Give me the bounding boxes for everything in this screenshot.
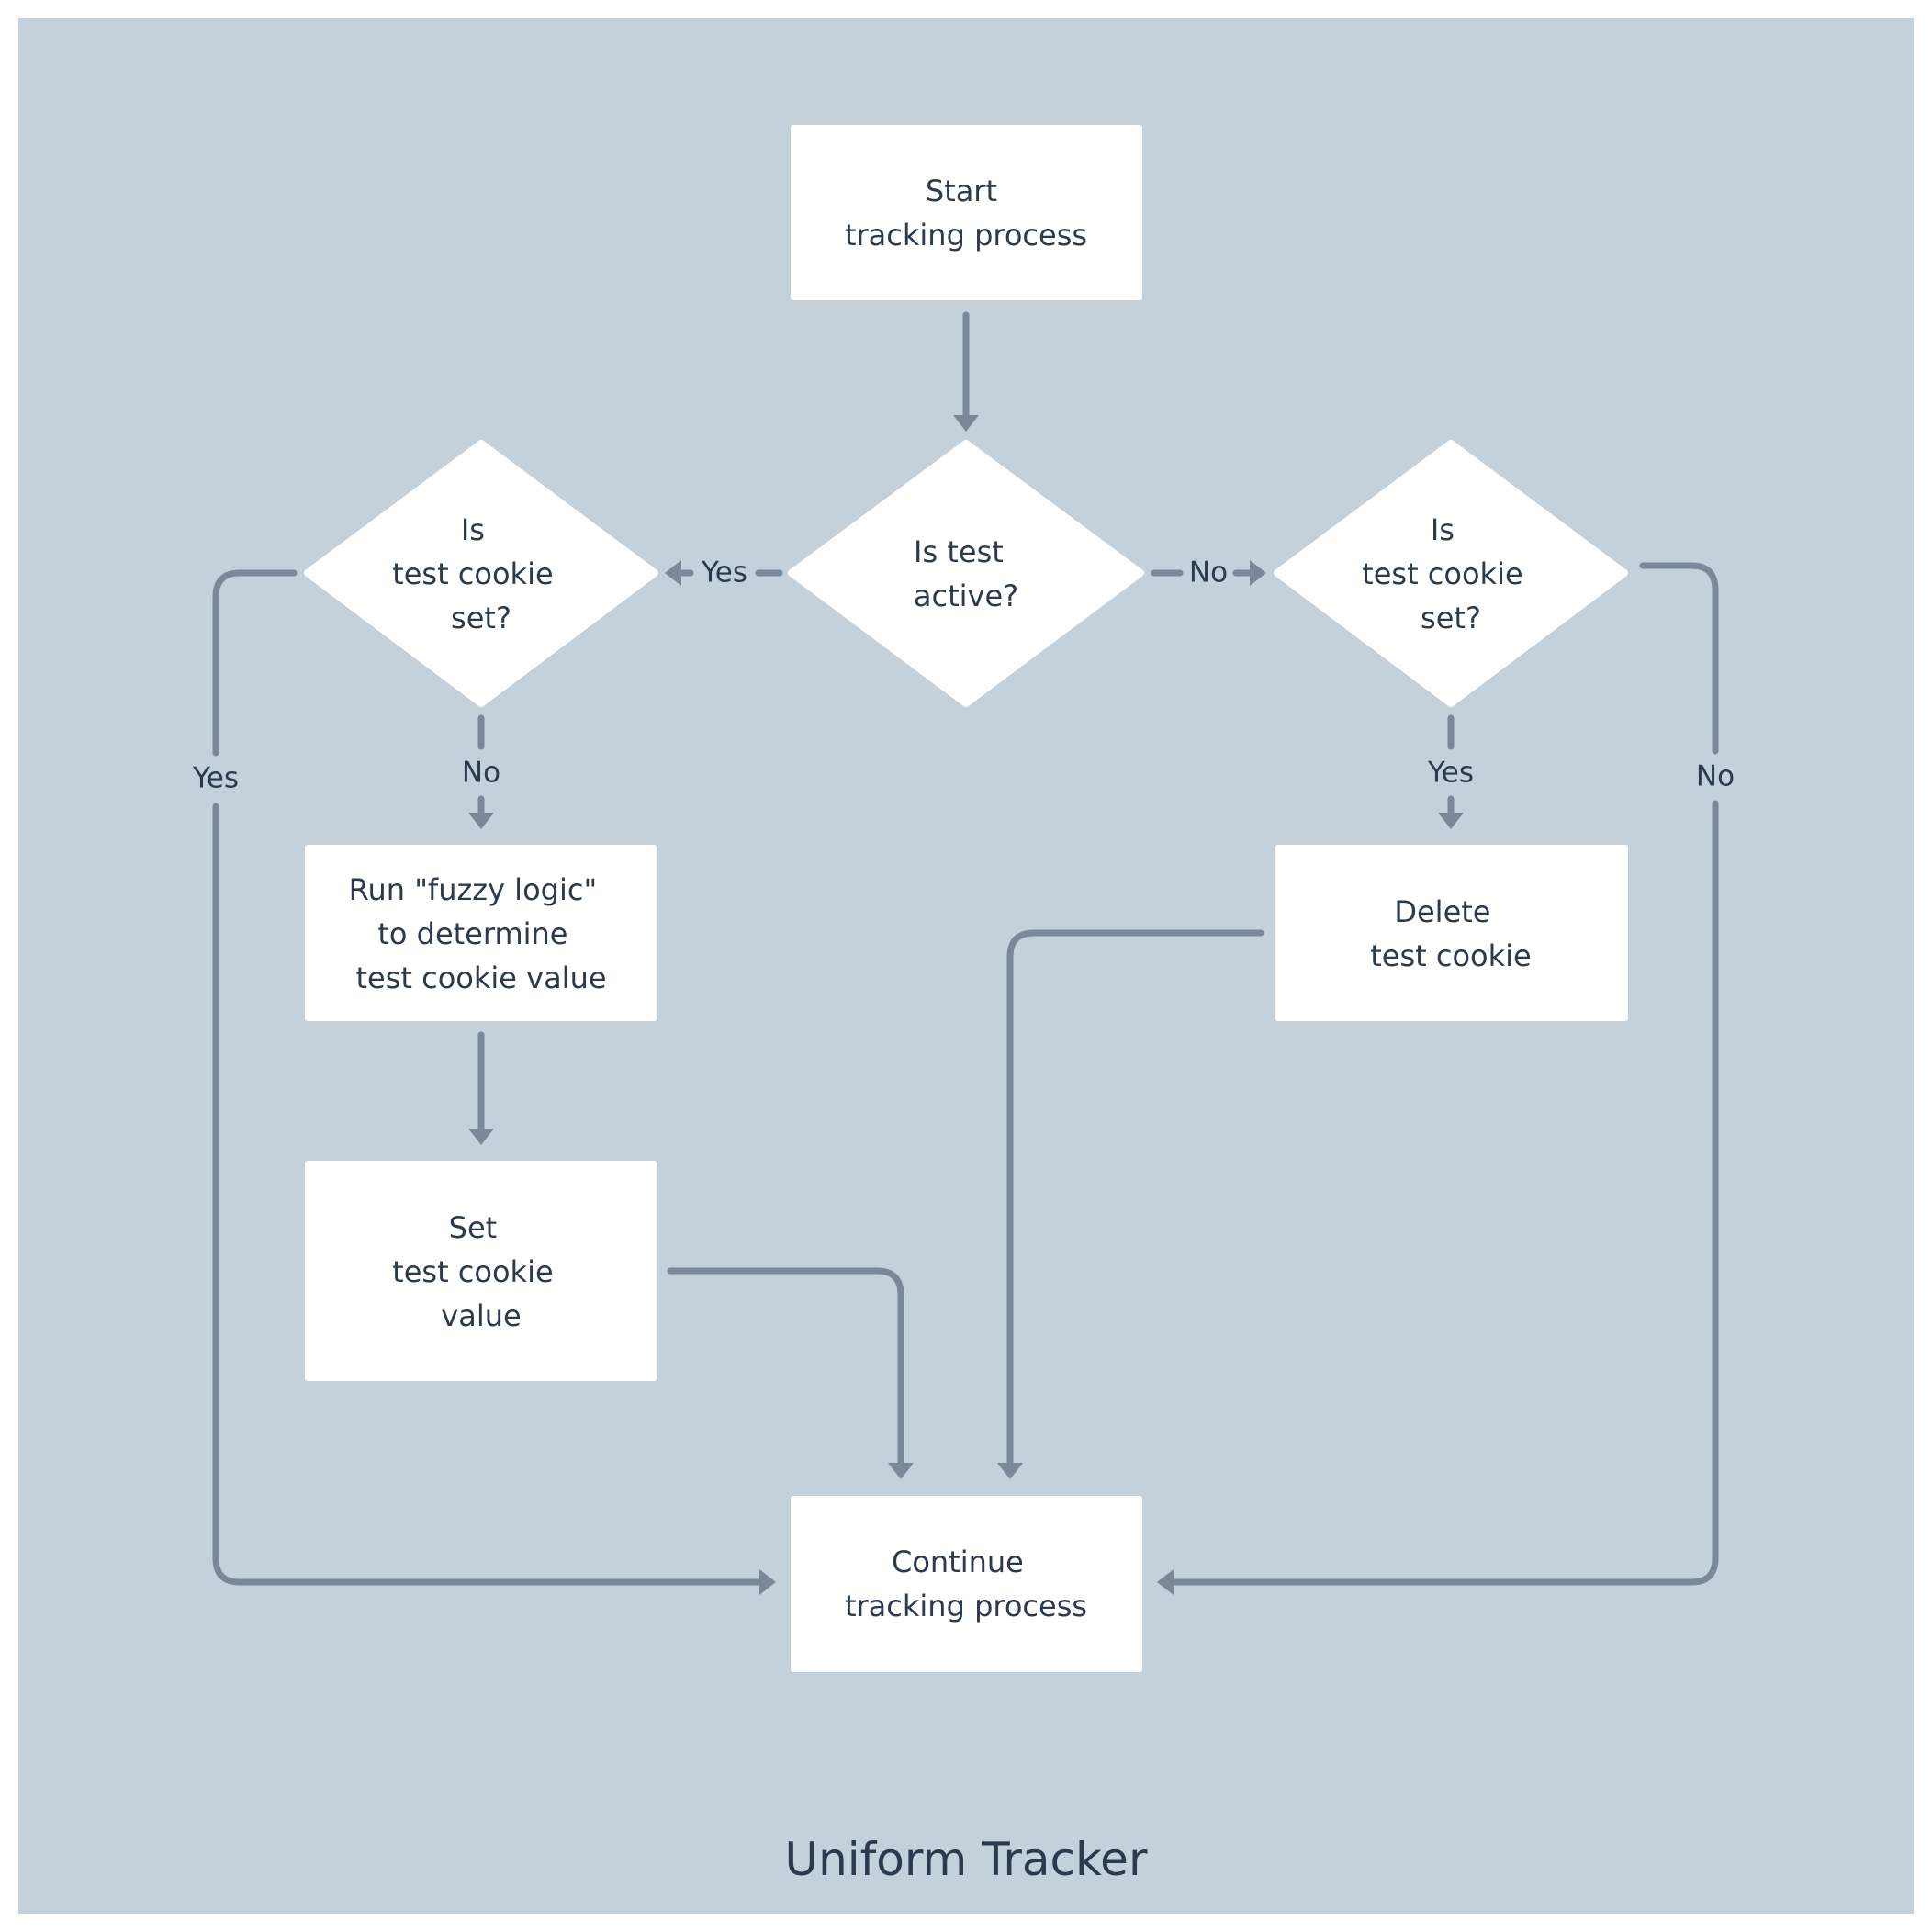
edge-label-right-no: No	[1696, 760, 1735, 793]
process-set-cookie-value	[305, 1161, 657, 1381]
arrowhead-active-no	[1250, 560, 1266, 586]
diagram-title: Uniform Tracker	[784, 1833, 1147, 1886]
arrowhead-delete-to-continue	[997, 1463, 1023, 1479]
decision-active-label: Is test active?	[914, 534, 1018, 613]
fuzzy-logic-label-line-3: test cookie value	[355, 960, 606, 995]
decision-active-label-line-2: active?	[914, 578, 1018, 613]
arrowhead-active-yes	[665, 560, 681, 586]
edge-label-right-yes: Yes	[1427, 757, 1474, 790]
set-cookie-label-line-3: value	[441, 1298, 521, 1333]
decision-left-is-cookie-set	[304, 440, 658, 707]
delete-cookie-label-line-2: test cookie	[1370, 938, 1531, 973]
right-decision-label-line-1: Is	[1431, 512, 1455, 547]
edge-left-yes-lower	[212, 803, 763, 1586]
process-delete-cookie	[1275, 845, 1628, 1021]
right-decision-label: Is test cookie set?	[1362, 512, 1533, 635]
edge-set-to-continue	[667, 1267, 904, 1466]
arrowhead-start-to-decision	[953, 415, 979, 432]
edge-label-active-yes: Yes	[701, 556, 747, 590]
set-cookie-label-line-1: Set	[449, 1210, 498, 1245]
delete-cookie-label-line-1: Delete	[1394, 894, 1490, 929]
fuzzy-logic-label: Run "fuzzy logic" to determine test cook…	[349, 872, 607, 995]
left-decision-label-line-3: set?	[451, 601, 511, 635]
start-label-line-1: Start	[926, 174, 997, 208]
right-decision-label-line-2: test cookie	[1362, 556, 1522, 591]
edge-right-no-lower	[1170, 800, 1719, 1586]
edges	[212, 311, 1719, 1595]
left-decision-label: Is test cookie set?	[392, 512, 563, 635]
decision-right-is-cookie-set	[1274, 440, 1628, 707]
left-decision-label-line-1: Is	[461, 512, 485, 547]
continue-label: Continue tracking process	[845, 1544, 1087, 1623]
decision-active-label-line-1: Is test	[914, 534, 1004, 569]
left-decision-label-line-2: test cookie	[392, 556, 553, 591]
continue-label-line-1: Continue	[892, 1544, 1024, 1579]
edge-labels: Yes No Yes No Yes No	[192, 556, 1735, 795]
start-label: Start tracking process	[845, 174, 1087, 253]
decision-is-test-active	[788, 440, 1144, 707]
arrowhead-set-to-continue	[888, 1463, 914, 1479]
arrowhead-left-yes	[759, 1569, 776, 1595]
edge-left-yes-upper	[212, 569, 298, 757]
arrowhead-fuzzy-to-set	[468, 1129, 494, 1145]
process-run-fuzzy-logic	[305, 845, 657, 1021]
fuzzy-logic-label-line-1: Run "fuzzy logic"	[349, 872, 597, 907]
right-decision-label-line-3: set?	[1421, 601, 1481, 635]
edge-label-left-no: No	[462, 757, 500, 790]
set-cookie-label: Set test cookie value	[392, 1210, 563, 1333]
end-continue-tracking	[791, 1496, 1142, 1672]
arrowhead-right-no	[1157, 1569, 1174, 1595]
edge-right-no-upper	[1639, 562, 1719, 755]
arrowhead-right-yes	[1438, 813, 1464, 829]
start-node	[791, 125, 1142, 300]
start-label-line-2: tracking process	[845, 218, 1087, 253]
nodes	[304, 125, 1628, 1672]
edge-delete-to-continue	[1006, 929, 1264, 1466]
delete-cookie-label: Delete test cookie	[1370, 894, 1531, 973]
edge-label-active-no: No	[1189, 556, 1228, 590]
arrowhead-left-no	[468, 813, 494, 829]
node-labels: Start tracking process Is test active? I…	[349, 174, 1533, 1623]
continue-label-line-2: tracking process	[845, 1589, 1087, 1623]
edge-label-left-yes: Yes	[192, 762, 239, 795]
fuzzy-logic-label-line-2: to determine	[377, 916, 567, 951]
set-cookie-label-line-2: test cookie	[392, 1254, 553, 1289]
